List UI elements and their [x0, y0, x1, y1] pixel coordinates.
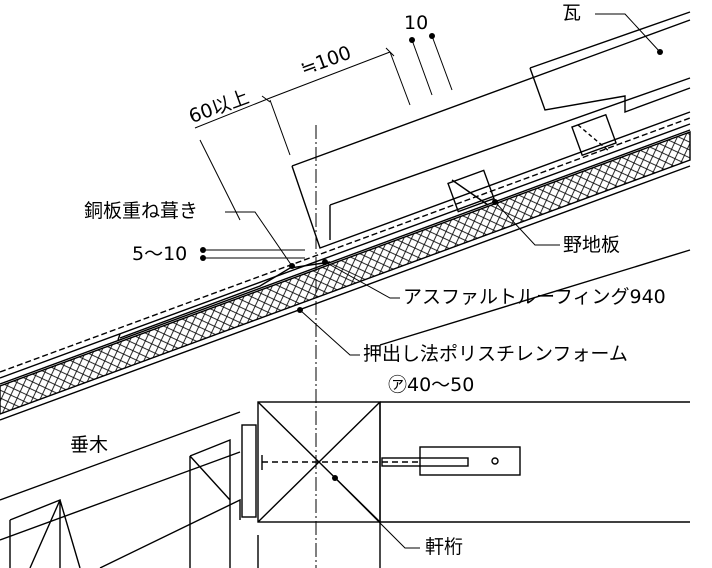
- roof-layer-line: [0, 123, 691, 379]
- label-copper-roofing: 銅板重ね葺き: [84, 200, 199, 222]
- sheathing-bottom-line: [0, 165, 691, 421]
- label-dim-5-10: 5〜10: [132, 243, 188, 265]
- tile-upper: [529, 11, 691, 114]
- batten: [447, 169, 495, 213]
- rafter-line: [0, 411, 241, 501]
- label-asphalt-roofing: アスファルトルーフィング940: [403, 286, 666, 308]
- label-foam: 押出し法ポリスチレンフォーム: [363, 343, 628, 365]
- label-sheathing: 野地板: [563, 234, 621, 256]
- batten: [571, 113, 617, 157]
- roofing-dashed-line: [0, 117, 691, 373]
- label-rafter: 垂木: [70, 434, 109, 456]
- copper-sheet: [119, 261, 331, 339]
- dimension-lines: [194, 35, 453, 221]
- roof-layer-line: [0, 129, 691, 385]
- label-dim-10: 10: [404, 12, 429, 34]
- tile-lower: [291, 19, 691, 249]
- anchor-plate: [419, 446, 521, 476]
- label-eave-beam: 軒桁: [425, 536, 464, 558]
- label-foam-thickness: ㋐40〜50: [388, 374, 475, 396]
- label-tile: 瓦: [562, 2, 582, 24]
- rafter-line: [0, 451, 241, 541]
